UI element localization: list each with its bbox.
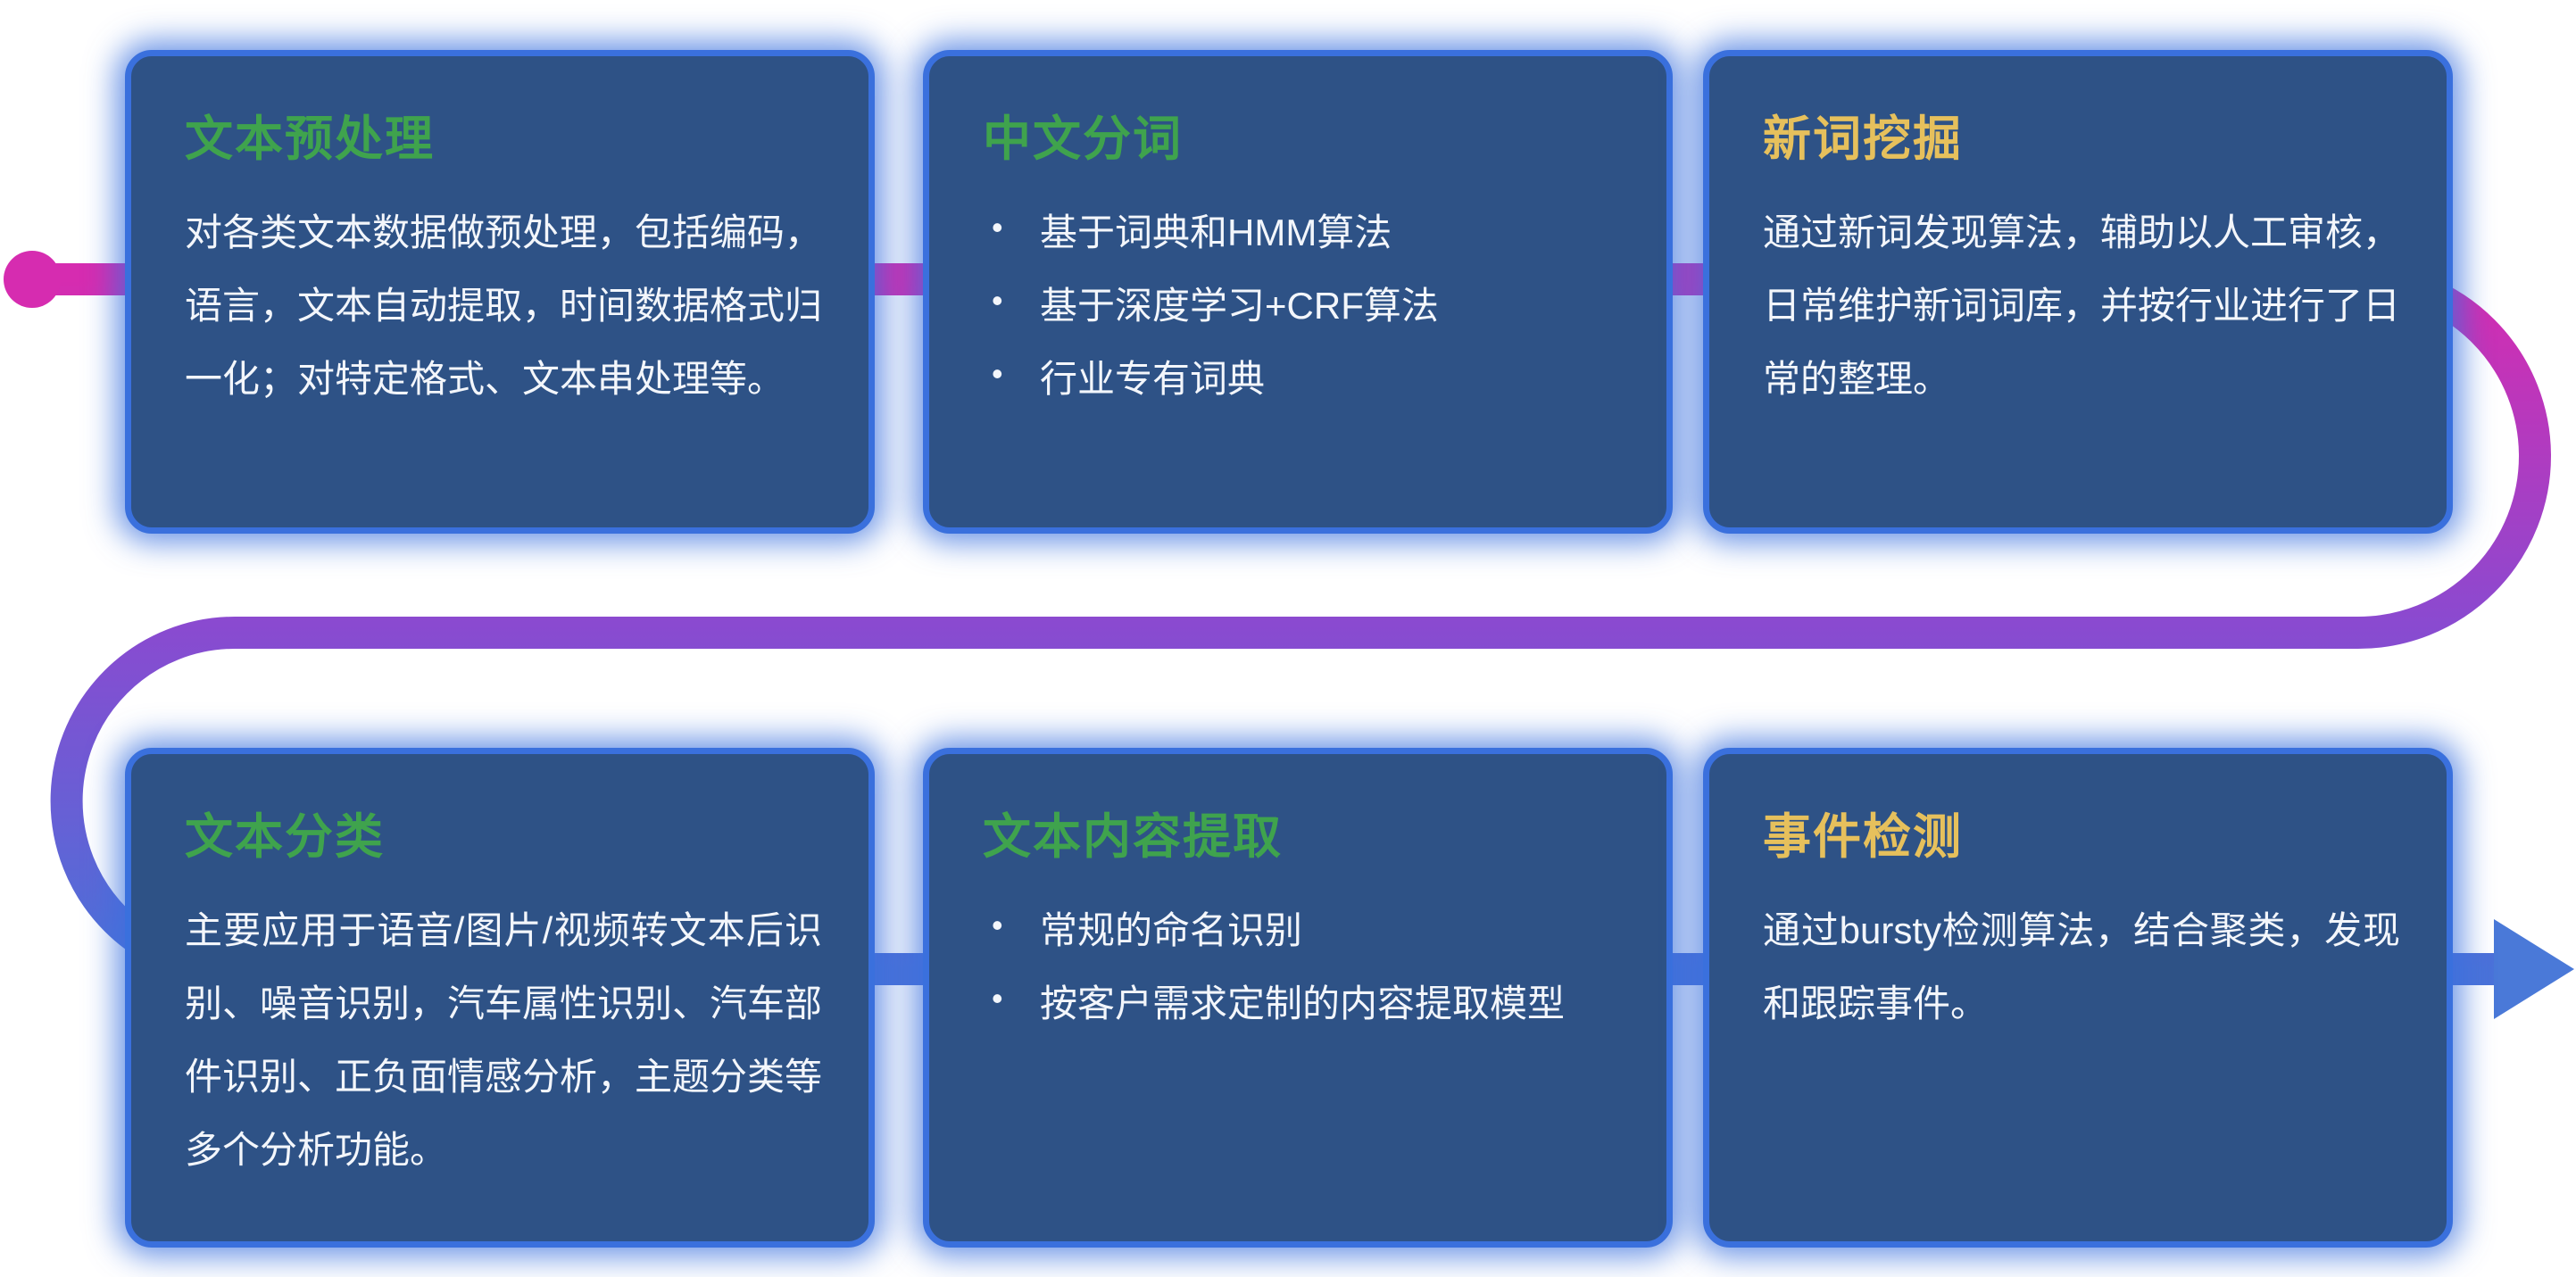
- card-body: 通过bursty检测算法，结合聚类，发现和跟踪事件。: [1763, 909, 2400, 1024]
- bullet-item: 基于深度学习+CRF算法: [983, 269, 1620, 343]
- card-bullet-list: 基于词典和HMM算法 基于深度学习+CRF算法 行业专有词典: [983, 196, 1620, 416]
- card-event-detection: 事件检测 通过bursty检测算法，结合聚类，发现和跟踪事件。: [1703, 748, 2453, 1248]
- flow-line: [29, 263, 2551, 985]
- bullet-item: 基于词典和HMM算法: [983, 196, 1620, 269]
- card-new-word-mining: 新词挖掘 通过新词发现算法，辅助以人工审核，日常维护新词词库，并按行业进行了日常…: [1703, 50, 2453, 534]
- card-chinese-word-segmentation: 中文分词 基于词典和HMM算法 基于深度学习+CRF算法 行业专有词典: [923, 50, 1673, 534]
- card-text-classification: 文本分类 主要应用于语音/图片/视频转文本后识别、噪音识别，汽车属性识别、汽车部…: [125, 748, 875, 1248]
- card-body: 主要应用于语音/图片/视频转文本后识别、噪音识别，汽车属性识别、汽车部件识别、正…: [185, 909, 823, 1171]
- card-body: 对各类文本数据做预处理，包括编码，语言，文本自动提取，时间数据格式归一化；对特定…: [185, 211, 823, 400]
- flow-end-arrow: [2494, 919, 2574, 1019]
- card-text-content-extraction: 文本内容提取 常规的命名识别 按客户需求定制的内容提取模型: [923, 748, 1673, 1248]
- card-bullet-list: 常规的命名识别 按客户需求定制的内容提取模型: [983, 894, 1620, 1041]
- bullet-item: 常规的命名识别: [983, 894, 1620, 967]
- card-text-preprocessing: 文本预处理 对各类文本数据做预处理，包括编码，语言，文本自动提取，时间数据格式归…: [125, 50, 875, 534]
- card-title: 文本分类: [185, 810, 385, 864]
- card-title: 事件检测: [1763, 810, 1963, 864]
- card-title: 文本预处理: [185, 112, 435, 166]
- flow-start-dot: [4, 251, 61, 308]
- bullet-item: 行业专有词典: [983, 343, 1620, 416]
- card-body: 通过新词发现算法，辅助以人工审核，日常维护新词词库，并按行业进行了日常的整理。: [1763, 211, 2401, 400]
- bullet-item: 按客户需求定制的内容提取模型: [983, 967, 1620, 1041]
- card-title: 新词挖掘: [1763, 112, 1963, 166]
- card-title: 中文分词: [983, 112, 1183, 166]
- card-title: 文本内容提取: [983, 810, 1283, 864]
